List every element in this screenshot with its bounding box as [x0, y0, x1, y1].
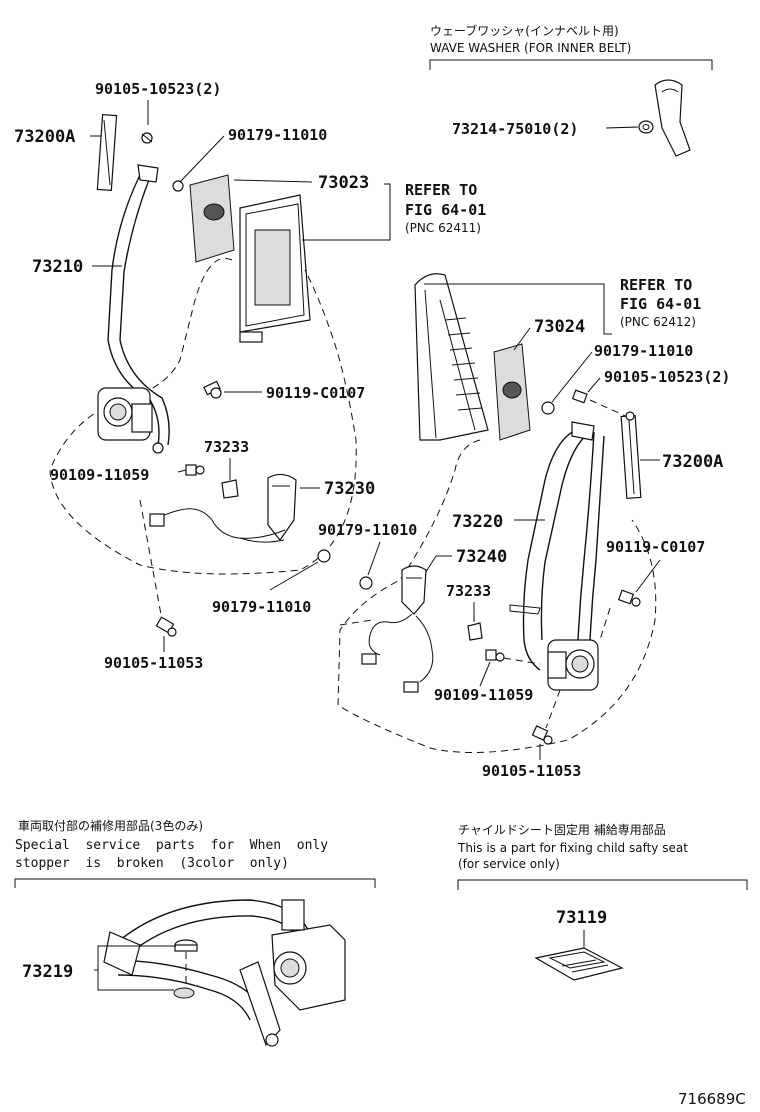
wave-washer-bracket — [429, 59, 713, 70]
bolt-90105-11053-right — [531, 725, 553, 745]
buckle-73240 — [361, 565, 434, 693]
diagram-id: 716689C — [678, 1090, 746, 1108]
pillar-garnish-73023 — [189, 174, 311, 343]
buckle-73230 — [149, 473, 297, 543]
bolt-axis-right-mid — [599, 607, 611, 641]
cover-73233-left — [221, 479, 239, 499]
part-90179-11010-d[interactable]: 90179-11010 — [318, 521, 417, 539]
bolt-90109-right — [485, 649, 505, 662]
leader-90119-right — [635, 559, 661, 593]
pillar-garnish-73024 — [414, 273, 531, 441]
part-90105-11053-right[interactable]: 90105-11053 — [482, 762, 581, 780]
bolt-axis-right-low — [503, 657, 541, 665]
part-73240[interactable]: 73240 — [456, 547, 507, 567]
height-adjuster-right — [620, 411, 642, 500]
leader-90109-right — [479, 661, 491, 687]
part-73233-left[interactable]: 73233 — [204, 438, 249, 456]
refer-b-line2: FIG 64-01 — [620, 295, 701, 313]
leader-90179-11010-d — [367, 541, 381, 576]
part-90105-10523-right[interactable]: 90105-10523(2) — [604, 368, 730, 386]
nut-90179-left-top — [172, 180, 184, 192]
part-90119-C0107-left[interactable]: 90119-C0107 — [266, 384, 365, 402]
part-73024[interactable]: 73024 — [534, 317, 585, 337]
part-73220[interactable]: 73220 — [452, 512, 503, 532]
part-90105-11053-left[interactable]: 90105-11053 — [104, 654, 203, 672]
leader-73024 — [513, 327, 531, 351]
part-73023[interactable]: 73023 — [318, 173, 369, 193]
part-73200A-left[interactable]: 73200A — [14, 127, 75, 147]
leader-90105-10523-right — [587, 377, 601, 393]
leader-73214 — [605, 126, 639, 129]
service-note-bracket — [14, 878, 376, 888]
part-73200A-right[interactable]: 73200A — [662, 452, 723, 472]
child-seat-note-jp: チャイルドシート固定用 補給専用部品 — [458, 822, 666, 837]
part-90179-11010-b[interactable]: 90179-11010 — [212, 598, 311, 616]
part-73210[interactable]: 73210 — [32, 257, 83, 277]
refer-a-line2: FIG 64-01 — [405, 201, 486, 219]
seat-outline-right — [337, 439, 657, 753]
nut-90179-right-bottom — [359, 576, 373, 590]
part-73214-75010[interactable]: 73214-75010(2) — [452, 120, 578, 138]
child-seat-plate-73119 — [534, 947, 624, 981]
bolt-90105-11053-left — [155, 616, 177, 637]
part-73219[interactable]: 73219 — [22, 962, 73, 982]
seat-outline-left — [49, 258, 357, 575]
service-note-en-1: Special service parts for When only — [15, 838, 328, 853]
bolt-90119-left — [203, 380, 222, 399]
service-parts-illustration — [103, 899, 346, 1047]
part-90109-11059-right[interactable]: 90109-11059 — [434, 686, 533, 704]
part-90105-10523-left[interactable]: 90105-10523(2) — [95, 80, 221, 98]
refer-b-line3: (PNC 62412) — [620, 315, 696, 329]
part-90179-11010-a[interactable]: 90179-11010 — [228, 126, 327, 144]
refer-a-line1: REFER TO — [405, 181, 477, 199]
part-90109-11059-left[interactable]: 90109-11059 — [50, 466, 149, 484]
child-seat-bracket — [457, 879, 748, 890]
refer-a-bracket — [302, 183, 391, 241]
bolt-axis-right-bottom — [545, 689, 561, 729]
seatbelt-73210 — [97, 164, 170, 454]
leader-73023 — [233, 179, 313, 183]
wave-washer-buckle-illustration — [638, 79, 691, 157]
seatbelt-73220 — [509, 421, 605, 691]
height-adjuster-left — [96, 113, 153, 192]
part-73230[interactable]: 73230 — [324, 479, 375, 499]
leader-73219 — [94, 945, 176, 991]
wire-dash — [339, 619, 373, 626]
leader-90179-11010-a — [179, 135, 225, 183]
nut-90179-left-bottom — [317, 549, 331, 563]
bolt-90119-right — [617, 589, 641, 607]
child-seat-note-en-2: (for service only) — [458, 857, 560, 871]
part-90119-C0107-right[interactable]: 90119-C0107 — [606, 538, 705, 556]
wave-washer-note-jp: ウェーブワッシャ(インナベルト用) — [430, 23, 619, 38]
service-note-jp: 車両取付部の補修用部品(3色のみ) — [18, 818, 203, 833]
leader-90179-11010-b — [269, 561, 319, 591]
nut-90179-right-top — [541, 401, 555, 415]
refer-b-line1: REFER TO — [620, 276, 692, 294]
leader-90109-left — [177, 469, 187, 473]
part-90179-11010-c[interactable]: 90179-11010 — [594, 342, 693, 360]
service-note-en-2: stopper is broken (3color only) — [15, 856, 289, 871]
bolt-axis-right-top — [589, 399, 631, 419]
bolt-axis-left — [139, 499, 163, 621]
cover-73233-right — [467, 622, 483, 641]
part-73119[interactable]: 73119 — [556, 908, 607, 928]
leader-90179-11010-c — [551, 351, 593, 403]
refer-b-bracket — [424, 283, 612, 335]
bolt-90109-left — [185, 464, 205, 476]
part-73233-right[interactable]: 73233 — [446, 582, 491, 600]
wave-washer-note-en: WAVE WASHER (FOR INNER BELT) — [430, 41, 631, 55]
child-seat-note-en-1: This is a part for fixing child safty se… — [457, 841, 688, 855]
refer-a-line3: (PNC 62411) — [405, 221, 481, 235]
bolt-90105-10523-right — [571, 389, 588, 404]
